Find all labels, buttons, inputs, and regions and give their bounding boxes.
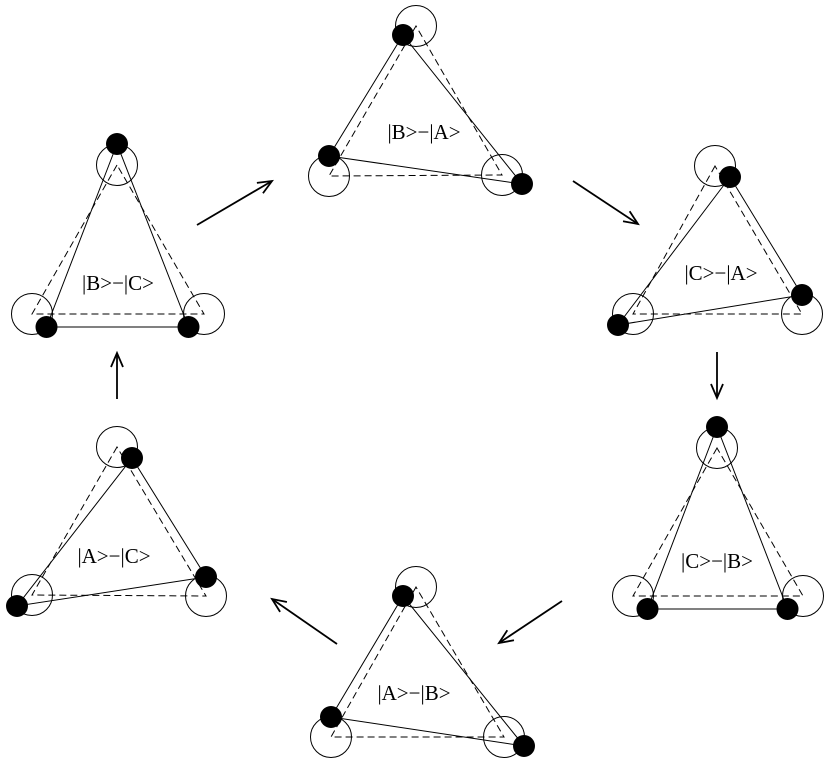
state-panel-top-middle: |B>−|A> [308, 5, 533, 197]
equilibrium-site-circle [395, 5, 437, 47]
undistorted-triangle-dashed [31, 446, 207, 597]
equilibrium-site-circle [694, 145, 736, 187]
displaced-atom-dot [35, 316, 58, 338]
displaced-atom-dot [511, 173, 533, 195]
equilibrium-site-circle [612, 575, 654, 617]
equilibrium-site-circle [782, 575, 824, 617]
state-label-top-left: |B>−|C> [82, 271, 154, 295]
state-panel-bottom-right: |C>−|B> [612, 416, 824, 620]
state-label-bottom-middle: |A>−|B> [377, 681, 450, 705]
state-label-top-middle: |B>−|A> [387, 120, 460, 144]
arrow-bottommiddle-to-bottomleft [270, 597, 338, 645]
distorted-triangle-solid [328, 34, 524, 185]
arrow-topleft-to-topmiddle [196, 179, 274, 226]
equilibrium-site-circle [11, 293, 53, 335]
state-panel-top-left: |B>−|C> [11, 133, 225, 338]
distorted-triangle-solid [15, 457, 207, 607]
displaced-atom-dot [513, 735, 535, 757]
displaced-atom-dot [392, 24, 414, 46]
state-panel-bottom-left: |A>−|C> [6, 426, 227, 617]
displaced-atom-dot [776, 598, 799, 620]
displaced-atom-dot [607, 314, 629, 336]
distorted-triangle-solid [616, 176, 803, 326]
displaced-atom-dot [121, 447, 143, 469]
distorted-triangle-solid [646, 425, 789, 610]
displaced-atom-dot [791, 284, 813, 306]
state-panel-top-right: |C>−|A> [607, 145, 823, 336]
displaced-atom-dot [719, 166, 741, 188]
displaced-atom-dot [318, 145, 340, 167]
displaced-atom-dot [106, 133, 128, 155]
equilibrium-site-circle [183, 293, 225, 335]
state-panel-bottom-middle: |A>−|B> [310, 566, 535, 758]
arrow-topmiddle-to-topright [572, 180, 640, 226]
equilibrium-site-circle [96, 426, 138, 468]
undistorted-triangle-dashed [330, 585, 505, 738]
distorted-triangle-solid [330, 595, 526, 747]
displaced-atom-dot [392, 585, 414, 607]
equilibrium-site-circle [11, 574, 53, 616]
undistorted-triangle-dashed [632, 164, 803, 315]
state-label-bottom-right: |C>−|B> [681, 549, 753, 573]
displaced-atom-dot [195, 566, 217, 588]
displaced-atom-dot [636, 598, 659, 620]
state-label-bottom-left: |A>−|C> [77, 544, 150, 568]
displaced-atom-dot [6, 595, 28, 617]
arrow-bottomright-to-bottommiddle [497, 600, 563, 645]
undistorted-triangle-dashed [632, 446, 804, 597]
undistorted-triangle-dashed [328, 25, 503, 177]
displaced-atom-dot [706, 416, 728, 438]
state-label-top-right: |C>−|A> [684, 261, 757, 285]
equilibrium-site-circle [612, 293, 654, 335]
undistorted-triangle-dashed [31, 163, 205, 315]
distorted-triangle-solid [45, 142, 190, 328]
equilibrium-site-circle [395, 566, 437, 608]
displaced-atom-dot [177, 316, 200, 338]
displaced-atom-dot [320, 706, 342, 728]
